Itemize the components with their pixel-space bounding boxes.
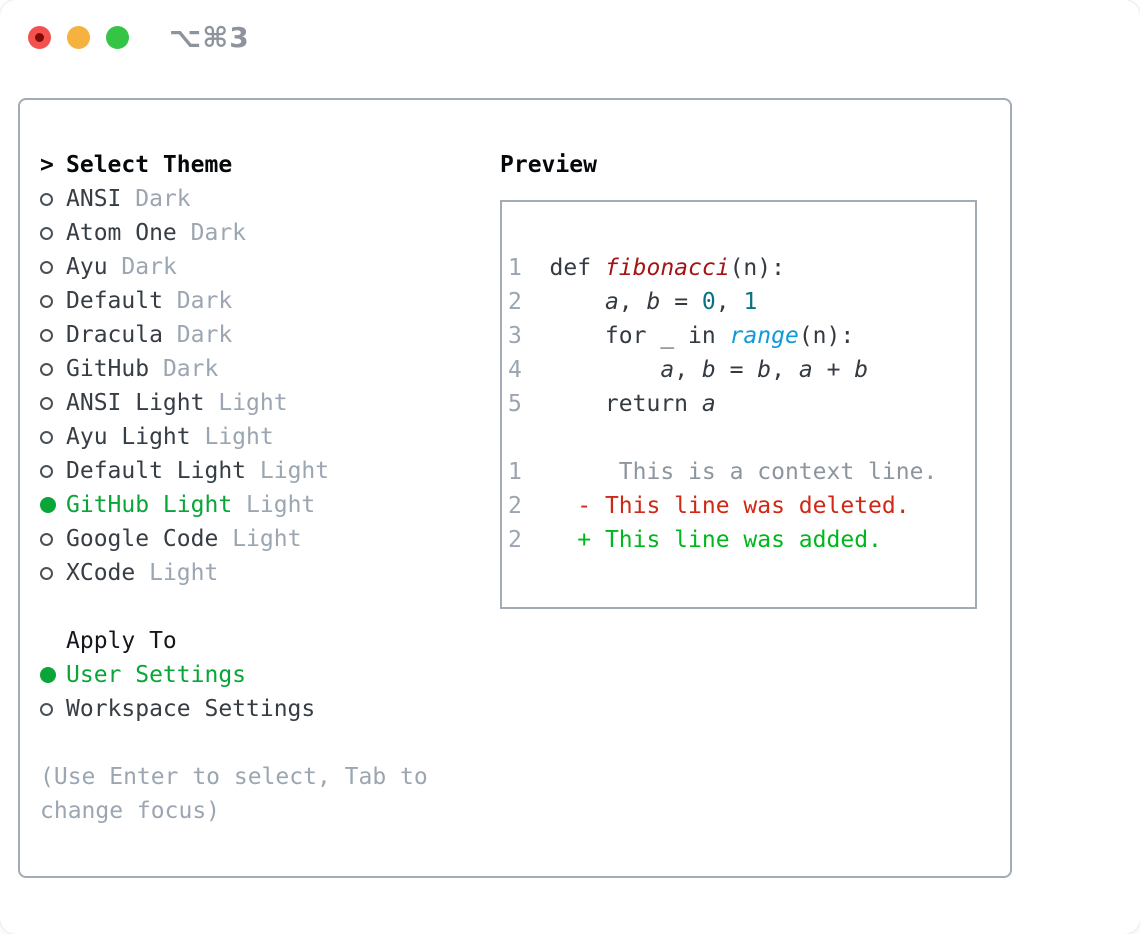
apply-option-label: Workspace Settings xyxy=(66,696,316,722)
theme-item-default-light[interactable]: Default Light Light xyxy=(40,454,500,488)
radio-icon xyxy=(40,294,53,308)
radio-icon xyxy=(40,226,53,240)
theme-item-default[interactable]: Default Dark xyxy=(40,284,500,318)
radio-icon xyxy=(40,566,53,580)
theme-name: XCode xyxy=(66,560,136,586)
zoom-button[interactable] xyxy=(106,26,129,49)
select-theme-title: Select Theme xyxy=(66,152,233,178)
apply-option-label: User Settings xyxy=(66,662,247,688)
theme-item-dracula[interactable]: Dracula Dark xyxy=(40,318,500,352)
select-theme-header: > Select Theme xyxy=(40,148,500,182)
theme-name: Google Code xyxy=(66,526,219,552)
radio-icon xyxy=(40,396,53,410)
spacer xyxy=(40,590,500,624)
preview-title: Preview xyxy=(500,152,597,178)
diff-preview: 1 This is a context line. 2 - This line w… xyxy=(508,455,975,557)
theme-item-ayu[interactable]: Ayu Dark xyxy=(40,250,500,284)
code-line: 1 def fibonacci(n): xyxy=(508,255,785,281)
preview-column: Preview 1 def fibonacci(n): 2 a, b = 0, 1… xyxy=(500,148,1010,876)
theme-item-ansi-light[interactable]: ANSI Light Light xyxy=(40,386,500,420)
radio-icon xyxy=(40,192,53,206)
apply-to-title: Apply To xyxy=(66,628,177,654)
spacer xyxy=(508,421,975,455)
minimize-button[interactable] xyxy=(67,26,90,49)
theme-variant-tag: Dark xyxy=(176,322,233,348)
theme-name: Ayu Light xyxy=(66,424,191,450)
theme-variant-tag: Light xyxy=(204,424,274,450)
radio-icon xyxy=(40,328,53,342)
theme-variant-tag: Light xyxy=(246,492,316,518)
theme-name: Atom One xyxy=(66,220,177,246)
theme-item-github-light[interactable]: GitHub Light Light xyxy=(40,488,500,522)
theme-name: GitHub Light xyxy=(66,492,233,518)
titlebar: ⌥⌘3 xyxy=(0,0,1140,75)
code-line: 3 for _ in range(n): xyxy=(508,323,855,349)
theme-variant-tag: Light xyxy=(149,560,219,586)
theme-variant-tag: Dark xyxy=(121,254,177,280)
theme-name: GitHub xyxy=(66,356,150,382)
theme-variant-tag: Light xyxy=(259,458,330,484)
theme-name: ANSI xyxy=(66,186,122,212)
radio-icon xyxy=(40,702,53,716)
diff-line: 1 This is a context line. xyxy=(508,459,938,485)
cursor-prompt-icon: > xyxy=(40,152,54,178)
apply-option-user-settings[interactable]: User Settings xyxy=(40,658,500,692)
preview-header-row: Preview xyxy=(500,148,984,182)
theme-variant-tag: Light xyxy=(232,526,302,552)
window-title: ⌥⌘3 xyxy=(169,21,250,54)
code-line: 2 a, b = 0, 1 xyxy=(508,289,758,315)
theme-name: Ayu xyxy=(66,254,108,280)
theme-item-google-code[interactable]: Google Code Light xyxy=(40,522,500,556)
radio-icon xyxy=(40,464,53,478)
code-preview: 1 def fibonacci(n): 2 a, b = 0, 1 3 for _ … xyxy=(508,251,975,421)
radio-icon xyxy=(40,260,53,274)
diff-line: 2 + This line was added. xyxy=(508,527,882,553)
radio-icon xyxy=(40,430,53,444)
theme-item-atom-one[interactable]: Atom One Dark xyxy=(40,216,500,250)
theme-variant-tag: Dark xyxy=(190,220,247,246)
theme-item-ayu-light[interactable]: Ayu Light Light xyxy=(40,420,500,454)
theme-name: Default xyxy=(66,288,163,314)
traffic-lights xyxy=(28,26,129,49)
theme-name: ANSI Light xyxy=(66,390,205,416)
theme-name: Default Light xyxy=(66,458,247,484)
theme-item-github[interactable]: GitHub Dark xyxy=(40,352,500,386)
radio-icon xyxy=(40,362,53,376)
diff-line: 2 - This line was deleted. xyxy=(508,493,910,519)
apply-to-header: Apply To xyxy=(40,624,500,658)
preview-box: 1 def fibonacci(n): 2 a, b = 0, 1 3 for _ … xyxy=(500,200,977,609)
theme-variant-tag: Light xyxy=(218,390,288,416)
theme-variant-tag: Dark xyxy=(176,288,233,314)
apply-option-workspace-settings[interactable]: Workspace Settings xyxy=(40,692,500,726)
code-line: 4 a, b = b, a + b xyxy=(508,357,869,383)
hint-text: (Use Enter to select, Tab to change focu… xyxy=(40,764,428,824)
close-dot-icon xyxy=(35,33,44,42)
radio-selected-icon xyxy=(40,667,56,683)
theme-variant-tag: Dark xyxy=(135,186,191,212)
theme-item-ansi[interactable]: ANSI Dark xyxy=(40,182,500,216)
close-button[interactable] xyxy=(28,26,51,49)
theme-name: Dracula xyxy=(66,322,163,348)
code-line: 5 return a xyxy=(508,391,716,417)
radio-icon xyxy=(40,532,53,546)
radio-selected-icon xyxy=(40,497,56,513)
theme-item-xcode[interactable]: XCode Light xyxy=(40,556,500,590)
theme-variant-tag: Dark xyxy=(162,356,219,382)
